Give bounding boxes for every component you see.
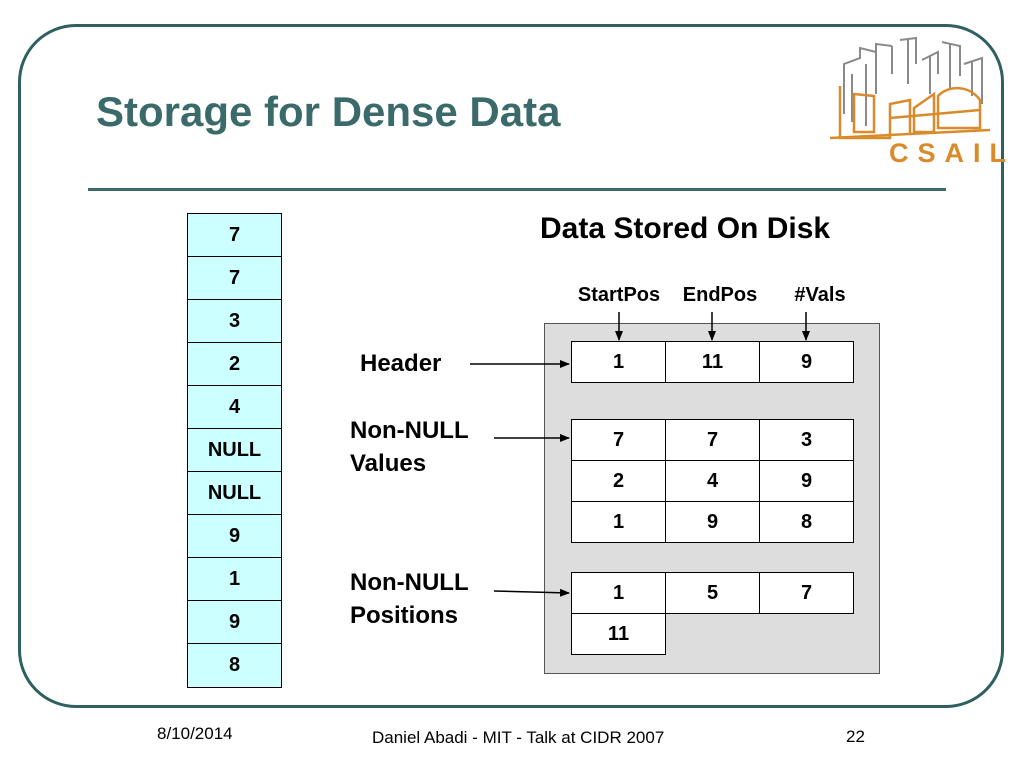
values-label-line1: Non-NULL <box>350 417 469 444</box>
title-divider <box>88 188 946 191</box>
value-cell: 4 <box>665 460 760 502</box>
position-cell: 7 <box>759 572 854 614</box>
footer-page-number: 22 <box>846 727 865 746</box>
slide-title: Storage for Dense Data <box>96 88 561 135</box>
positions-label-line2: Positions <box>350 602 459 629</box>
positions-label: Non-NULL Positions <box>350 566 469 632</box>
column-cell: NULL <box>188 472 281 515</box>
value-cell: 9 <box>759 460 854 502</box>
column-cell: 2 <box>188 343 281 386</box>
value-cell: 1 <box>571 501 666 543</box>
column-cell: 4 <box>188 386 281 429</box>
footer-date: 8/10/2014 <box>157 724 233 743</box>
column-header-startpos: StartPos <box>577 284 661 306</box>
logo-text: CSAIL <box>889 138 1015 168</box>
value-cell: 7 <box>665 419 760 461</box>
column-header-numvals: #Vals <box>794 284 846 306</box>
position-cell: 1 <box>571 572 666 614</box>
positions-label-line1: Non-NULL <box>350 569 469 596</box>
column-cell: 9 <box>188 515 281 558</box>
header-cell: 11 <box>665 341 760 383</box>
slide-frame <box>18 24 1004 708</box>
position-cell: 11 <box>571 613 666 655</box>
value-cell: 3 <box>759 419 854 461</box>
column-cell: 7 <box>188 257 281 300</box>
disk-heading: Data Stored On Disk <box>540 212 831 245</box>
header-label: Header <box>360 350 442 377</box>
column-cell: 1 <box>188 558 281 601</box>
header-cell: 9 <box>759 341 854 383</box>
footer-author: Daniel Abadi - MIT - Talk at CIDR 2007 <box>372 728 665 747</box>
value-cell: 2 <box>571 460 666 502</box>
column-cell: 7 <box>188 214 281 257</box>
csail-logo-icon <box>830 36 991 140</box>
column-cell: NULL <box>188 429 281 472</box>
column-cell: 9 <box>188 601 281 644</box>
value-cell: 8 <box>759 501 854 543</box>
column-cell: 3 <box>188 300 281 343</box>
values-label-line2: Values <box>350 450 427 477</box>
value-cell: 9 <box>665 501 760 543</box>
column-header-endpos: EndPos <box>682 284 758 306</box>
header-cell: 1 <box>571 341 666 383</box>
values-label: Non-NULL Values <box>350 414 469 480</box>
column-cell: 8 <box>188 644 281 687</box>
arrow-positions <box>493 588 570 597</box>
